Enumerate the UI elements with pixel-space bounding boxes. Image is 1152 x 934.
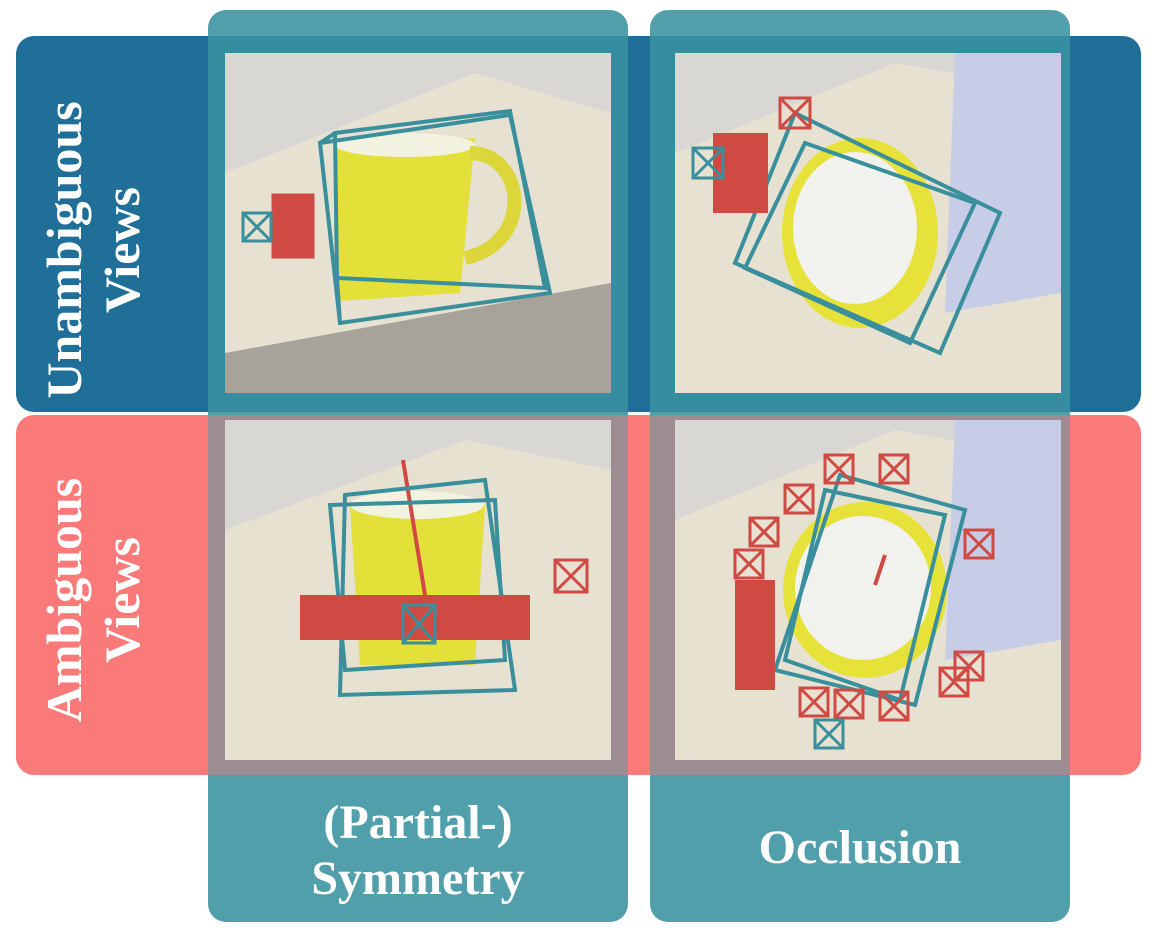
- mug-front-view-image: [225, 420, 611, 760]
- symmetry-axis: [873, 554, 887, 586]
- hypothesis-icon: [813, 718, 845, 750]
- column-label-symmetry: (Partial-) Symmetry: [208, 795, 628, 907]
- panel-ambiguous-symmetry: [225, 420, 611, 760]
- hypothesis-icon: [241, 211, 273, 243]
- hypotheses-cluster: [271, 193, 315, 259]
- hypothesis-icon: [778, 96, 812, 130]
- hypothesis-icon: [691, 146, 725, 180]
- row-label-unambiguous-line1: Unambiguous: [36, 101, 92, 399]
- panel-ambiguous-occlusion: [675, 420, 1061, 760]
- panel-unambiguous-symmetry: [225, 53, 611, 393]
- column-label-symmetry-line1: (Partial-): [323, 796, 513, 849]
- row-label-ambiguous-line1: Ambiguous: [36, 477, 92, 723]
- pose-box-prediction: [317, 108, 553, 326]
- hypotheses-cluster: [713, 133, 768, 213]
- mug-side-view-image: [225, 53, 611, 393]
- hypothesis-icon: [553, 558, 589, 594]
- hypotheses-arc: [733, 453, 995, 722]
- column-label-symmetry-line2: Symmetry: [311, 852, 525, 905]
- row-label-unambiguous-line2: Views: [94, 187, 150, 313]
- panel-unambiguous-occlusion: [675, 53, 1061, 393]
- mug-occluded-image: [675, 53, 1061, 393]
- hypothesis-icon: [401, 603, 437, 645]
- hypotheses-cluster: [735, 580, 775, 690]
- row-label-unambiguous: Unambiguous Views: [35, 60, 155, 440]
- mug-occluded-top-image: [675, 420, 1061, 760]
- column-label-occlusion: Occlusion: [650, 820, 1070, 876]
- row-label-ambiguous-line2: Views: [94, 537, 150, 663]
- row-label-ambiguous: Ambiguous Views: [35, 410, 155, 790]
- symmetry-axis: [401, 459, 427, 596]
- column-label-occlusion-line1: Occlusion: [758, 821, 962, 874]
